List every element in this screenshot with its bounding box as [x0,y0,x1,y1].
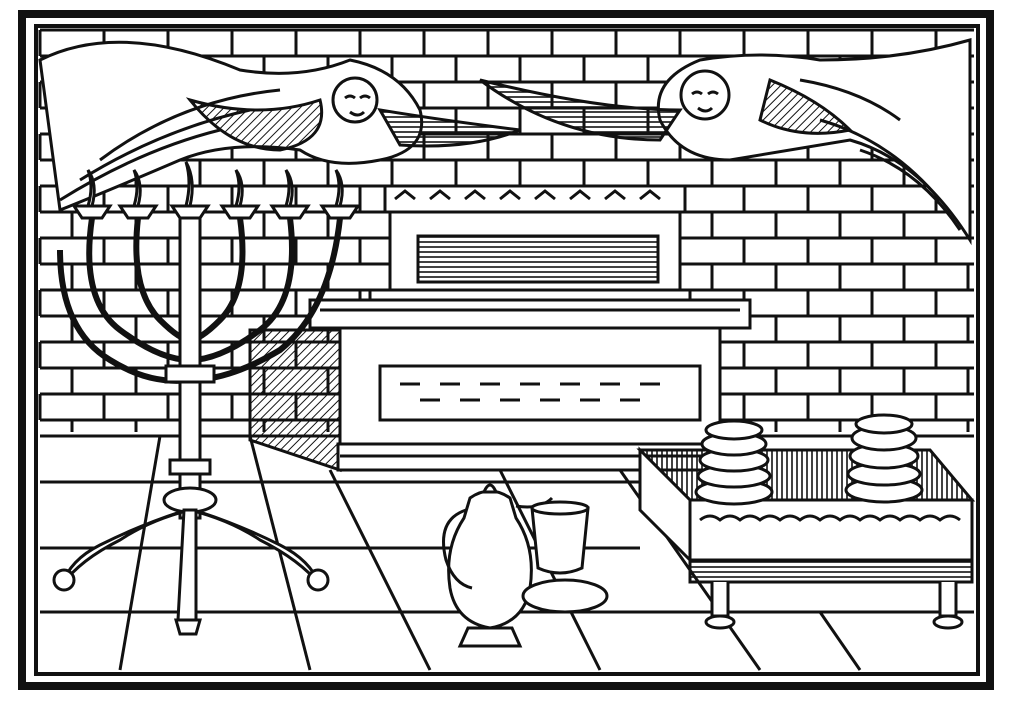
menorah-icon [52,161,361,636]
altar-icon [248,298,752,473]
cherub-left-icon [38,40,521,213]
ewer-icon [442,483,554,648]
cherub-right-icon [479,38,972,246]
cup-icon [521,500,609,614]
border-frame-icon [18,10,994,690]
bread-loaves-icon [694,413,924,506]
ark-of-covenant-icon [368,184,692,302]
